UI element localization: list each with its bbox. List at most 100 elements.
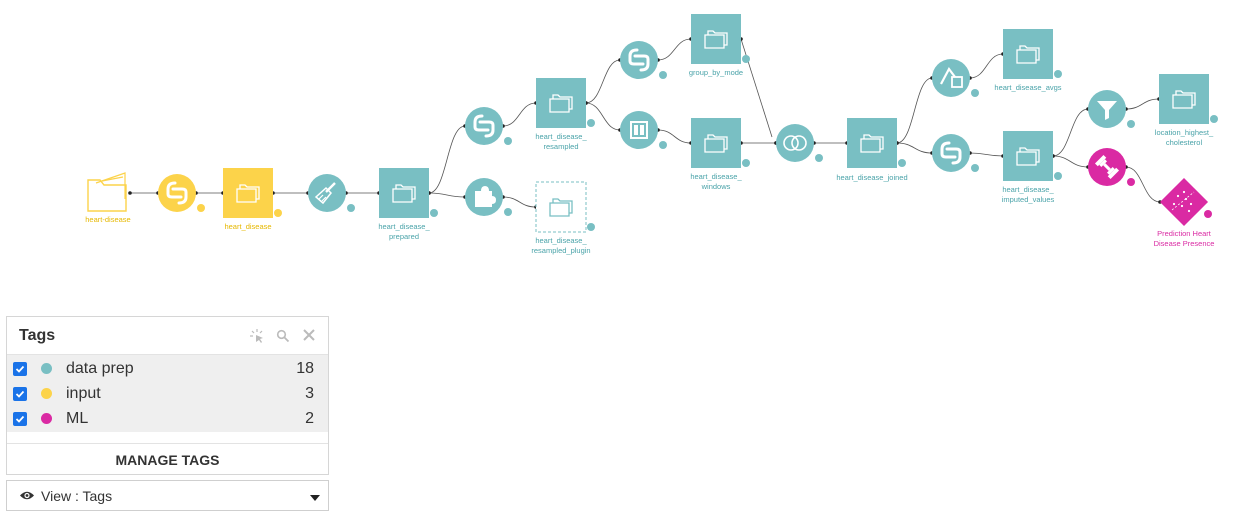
tag-dot — [971, 89, 979, 97]
tag-checkbox-ml[interactable] — [13, 411, 27, 426]
node-label: cholesterol — [1166, 138, 1203, 147]
recipe-node-window[interactable] — [620, 111, 667, 149]
flow-edge — [896, 77, 933, 144]
tag-dot — [742, 159, 750, 167]
split-icon — [940, 66, 963, 88]
flow-edge — [1052, 108, 1089, 157]
tag-dot — [504, 137, 512, 145]
flow-edge — [502, 196, 537, 208]
node-label: Prediction Heart — [1157, 229, 1212, 238]
folder-icon — [1016, 147, 1040, 166]
search-icon[interactable] — [276, 329, 290, 343]
tags-panel: Tags data prep 18 input 3 ML 2 — [6, 316, 329, 475]
recipe-node-plugin[interactable] — [465, 178, 512, 216]
manage-tags-button[interactable]: MANAGE TAGS — [7, 443, 328, 475]
dataset-node-joined[interactable] — [847, 118, 906, 168]
node-label: imputed_values — [1002, 195, 1055, 204]
tag-dot — [898, 159, 906, 167]
tag-row-input[interactable]: input 3 — [7, 381, 328, 406]
tag-row-ml[interactable]: ML 2 — [7, 406, 328, 431]
tag-color-dot — [41, 388, 52, 399]
folder-icon — [87, 172, 127, 212]
recipe-node-filter[interactable] — [1088, 90, 1135, 128]
node-label: location_highest_ — [1155, 128, 1214, 137]
folder-icon — [704, 134, 728, 153]
tag-name: input — [66, 384, 101, 402]
tag-dot — [1127, 178, 1135, 186]
tags-panel-header: Tags — [7, 317, 328, 355]
python-icon — [166, 181, 188, 205]
recipe-node-python[interactable] — [932, 134, 979, 172]
edge-port — [128, 191, 132, 195]
dataset-node-hd[interactable] — [223, 168, 282, 218]
flow-edge — [969, 53, 1004, 79]
select-cursor-icon[interactable] — [250, 328, 264, 343]
folder-icon — [1016, 45, 1040, 64]
view-select-label: View : Tags — [41, 487, 113, 504]
folder-icon — [236, 184, 260, 203]
eye-icon — [19, 488, 35, 504]
flow-nodes: heart-disease heart_disease heart_disease_… — [85, 14, 1218, 255]
folder-icon — [392, 184, 416, 203]
dataset-node-gbm[interactable] — [691, 14, 750, 64]
dataset-node-windows[interactable] — [691, 118, 750, 168]
tag-dot — [815, 154, 823, 162]
node-label: resampled_plugin — [531, 246, 590, 255]
node-label: heart_disease_ — [535, 132, 587, 141]
tag-dot — [1054, 70, 1062, 78]
node-label: Disease Presence — [1154, 239, 1215, 248]
tag-dot — [347, 204, 355, 212]
node-label: heart_disease — [224, 222, 271, 231]
flow-edge — [585, 59, 621, 104]
model-diamond-icon — [1171, 190, 1195, 213]
flow-edge — [657, 129, 692, 144]
node-label: heart_disease_ — [378, 222, 430, 231]
puzzle-icon — [475, 186, 496, 207]
recipe-node-prepare[interactable] — [308, 174, 355, 212]
brush-icon — [314, 182, 336, 205]
view-select[interactable]: View : Tags — [6, 480, 329, 511]
folder-icon — [549, 198, 573, 217]
recipe-node-train[interactable] — [1088, 148, 1135, 186]
tag-row-data-prep[interactable]: data prep 18 — [7, 356, 328, 381]
dataset-node-loc[interactable] — [1159, 74, 1218, 124]
node-label: heart-disease — [85, 215, 130, 224]
dataset-node-prepared[interactable] — [379, 168, 438, 218]
tag-dot — [971, 164, 979, 172]
tag-dot — [1204, 210, 1212, 218]
folder-icon — [860, 134, 884, 153]
dataset-node-avgs[interactable] — [1003, 29, 1062, 79]
dataset-node-raw[interactable] — [87, 172, 127, 212]
dumbbell-icon — [1094, 154, 1120, 180]
tag-color-dot — [41, 363, 52, 374]
flow-edge — [1052, 155, 1089, 168]
flow-canvas[interactable]: heart-disease heart_disease heart_disease_… — [0, 0, 1233, 310]
tag-checkbox-input[interactable] — [13, 386, 27, 401]
tag-checkbox-data-prep[interactable] — [13, 361, 27, 376]
close-icon[interactable] — [302, 328, 316, 343]
recipe-node-python[interactable] — [465, 107, 512, 145]
tag-dot — [1127, 120, 1135, 128]
flow-edge — [657, 38, 692, 61]
dataset-node-rsplugin[interactable] — [535, 181, 595, 233]
join-icon — [783, 135, 807, 151]
dataset-node-resampled[interactable] — [536, 78, 595, 128]
recipe-node-python[interactable] — [620, 41, 667, 79]
recipe-node-join[interactable] — [776, 124, 823, 162]
python-icon — [473, 114, 495, 138]
recipe-node-split[interactable] — [932, 59, 979, 97]
node-label: heart_disease_joined — [836, 173, 907, 182]
tag-dot — [659, 141, 667, 149]
tag-count: 2 — [305, 409, 314, 427]
recipe-node-python[interactable] — [158, 174, 205, 212]
dataset-node-pred[interactable] — [1159, 177, 1212, 227]
tag-name: ML — [66, 409, 89, 427]
node-label: windows — [701, 182, 731, 191]
tag-dot — [587, 119, 595, 127]
dataset-node-imputed[interactable] — [1003, 131, 1062, 181]
tag-dot — [587, 223, 595, 231]
tag-dot — [1210, 115, 1218, 123]
flow-edge — [1125, 98, 1160, 110]
folder-icon — [549, 94, 573, 113]
tag-count: 18 — [296, 359, 314, 377]
